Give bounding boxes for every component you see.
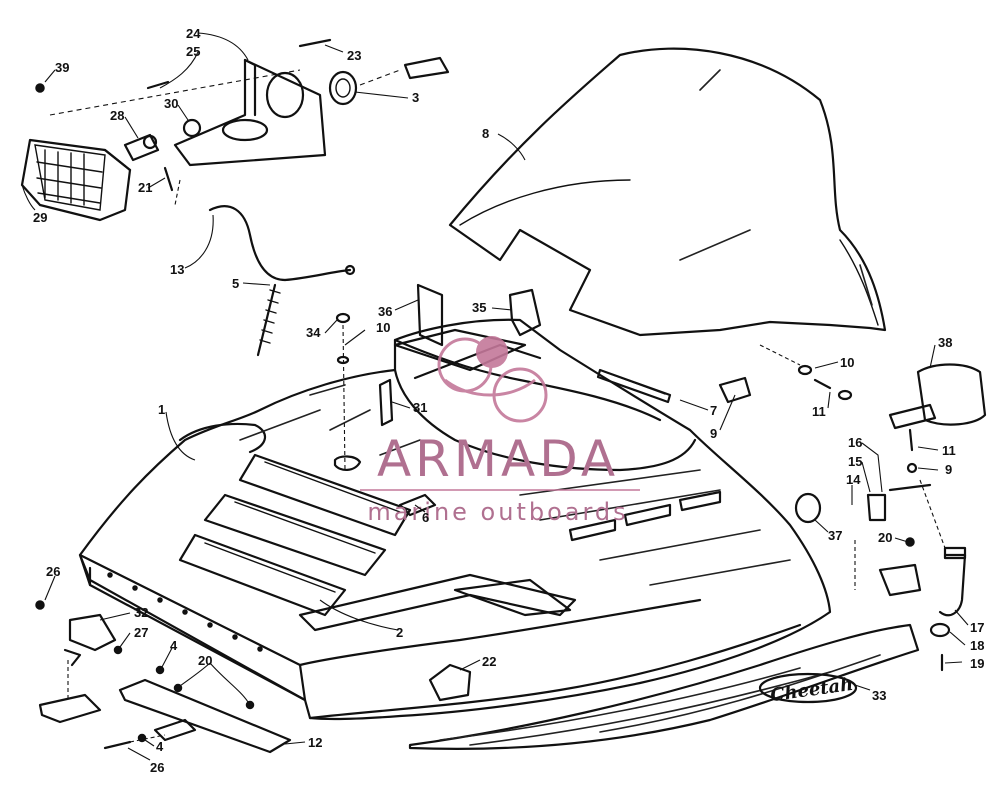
callout-15: 15	[848, 454, 862, 469]
callout-10-dash: 10	[376, 320, 390, 335]
callout-18: 18	[970, 638, 984, 653]
callout-6: 6	[422, 510, 429, 525]
callout-8: 8	[482, 126, 489, 141]
callout-16: 16	[848, 435, 862, 450]
callout-4-top: 4	[170, 638, 178, 653]
callout-39: 39	[55, 60, 69, 75]
callout-34: 34	[306, 325, 321, 340]
callout-19: 19	[970, 656, 984, 671]
callout-20-latch: 20	[878, 530, 892, 545]
bumper-hardware	[35, 600, 292, 754]
side-vents	[568, 490, 722, 542]
bumper-rivets	[107, 572, 263, 652]
callout-leaders	[21, 32, 969, 761]
callout-14: 14	[846, 472, 861, 487]
watermark: ARMADA marine outboards	[360, 336, 640, 526]
windshield	[448, 47, 887, 337]
callout-21: 21	[138, 180, 152, 195]
callout-37: 37	[828, 528, 842, 543]
callout-2: 2	[396, 625, 403, 640]
callout-20-bumper: 20	[198, 653, 212, 668]
callout-26-top: 26	[46, 564, 60, 579]
cheetah-decal: Cheetah	[408, 623, 920, 750]
hood-badge	[428, 663, 472, 702]
callout-27: 27	[134, 625, 148, 640]
callout-9-mirror: 9	[945, 462, 952, 477]
callout-23: 23	[347, 48, 361, 63]
callout-11-shield: 11	[812, 404, 826, 419]
callout-35: 35	[472, 300, 486, 315]
callout-1: 1	[158, 402, 165, 417]
callout-10-shield: 10	[840, 355, 854, 370]
callout-17: 17	[970, 620, 984, 635]
windshield-trim	[596, 368, 672, 404]
callout-30: 30	[164, 96, 178, 111]
hood-louvers	[178, 453, 412, 617]
callout-4-bottom: 4	[156, 739, 164, 754]
callout-33: 33	[872, 688, 886, 703]
callout-9-center: 9	[710, 426, 717, 441]
callout-24: 24	[186, 26, 201, 41]
callout-38: 38	[938, 335, 952, 350]
callout-13: 13	[170, 262, 184, 277]
headlight-assembly	[20, 38, 450, 357]
callout-12: 12	[308, 735, 322, 750]
callout-26-bottom: 26	[150, 760, 164, 775]
callout-11-mirror: 11	[942, 443, 956, 458]
callout-3: 3	[412, 90, 419, 105]
watermark-tagline: marine outboards	[367, 498, 628, 526]
dash-parts	[333, 283, 853, 517]
watermark-logo	[437, 336, 548, 423]
watermark-brand: ARMADA	[377, 430, 619, 488]
callout-28: 28	[110, 108, 124, 123]
callout-labels: 24 25 23 3 39 28 30 21 29 13 5 8 36 35 1…	[33, 26, 984, 775]
callout-7: 7	[710, 403, 717, 418]
callout-22: 22	[482, 654, 496, 669]
mirror-and-latch	[794, 363, 987, 672]
callout-36: 36	[378, 304, 392, 319]
hood-body	[78, 318, 832, 721]
callout-25: 25	[186, 44, 200, 59]
callout-32: 32	[134, 605, 148, 620]
callout-31: 31	[413, 400, 427, 415]
callout-5: 5	[232, 276, 239, 291]
callout-29: 29	[33, 210, 47, 225]
